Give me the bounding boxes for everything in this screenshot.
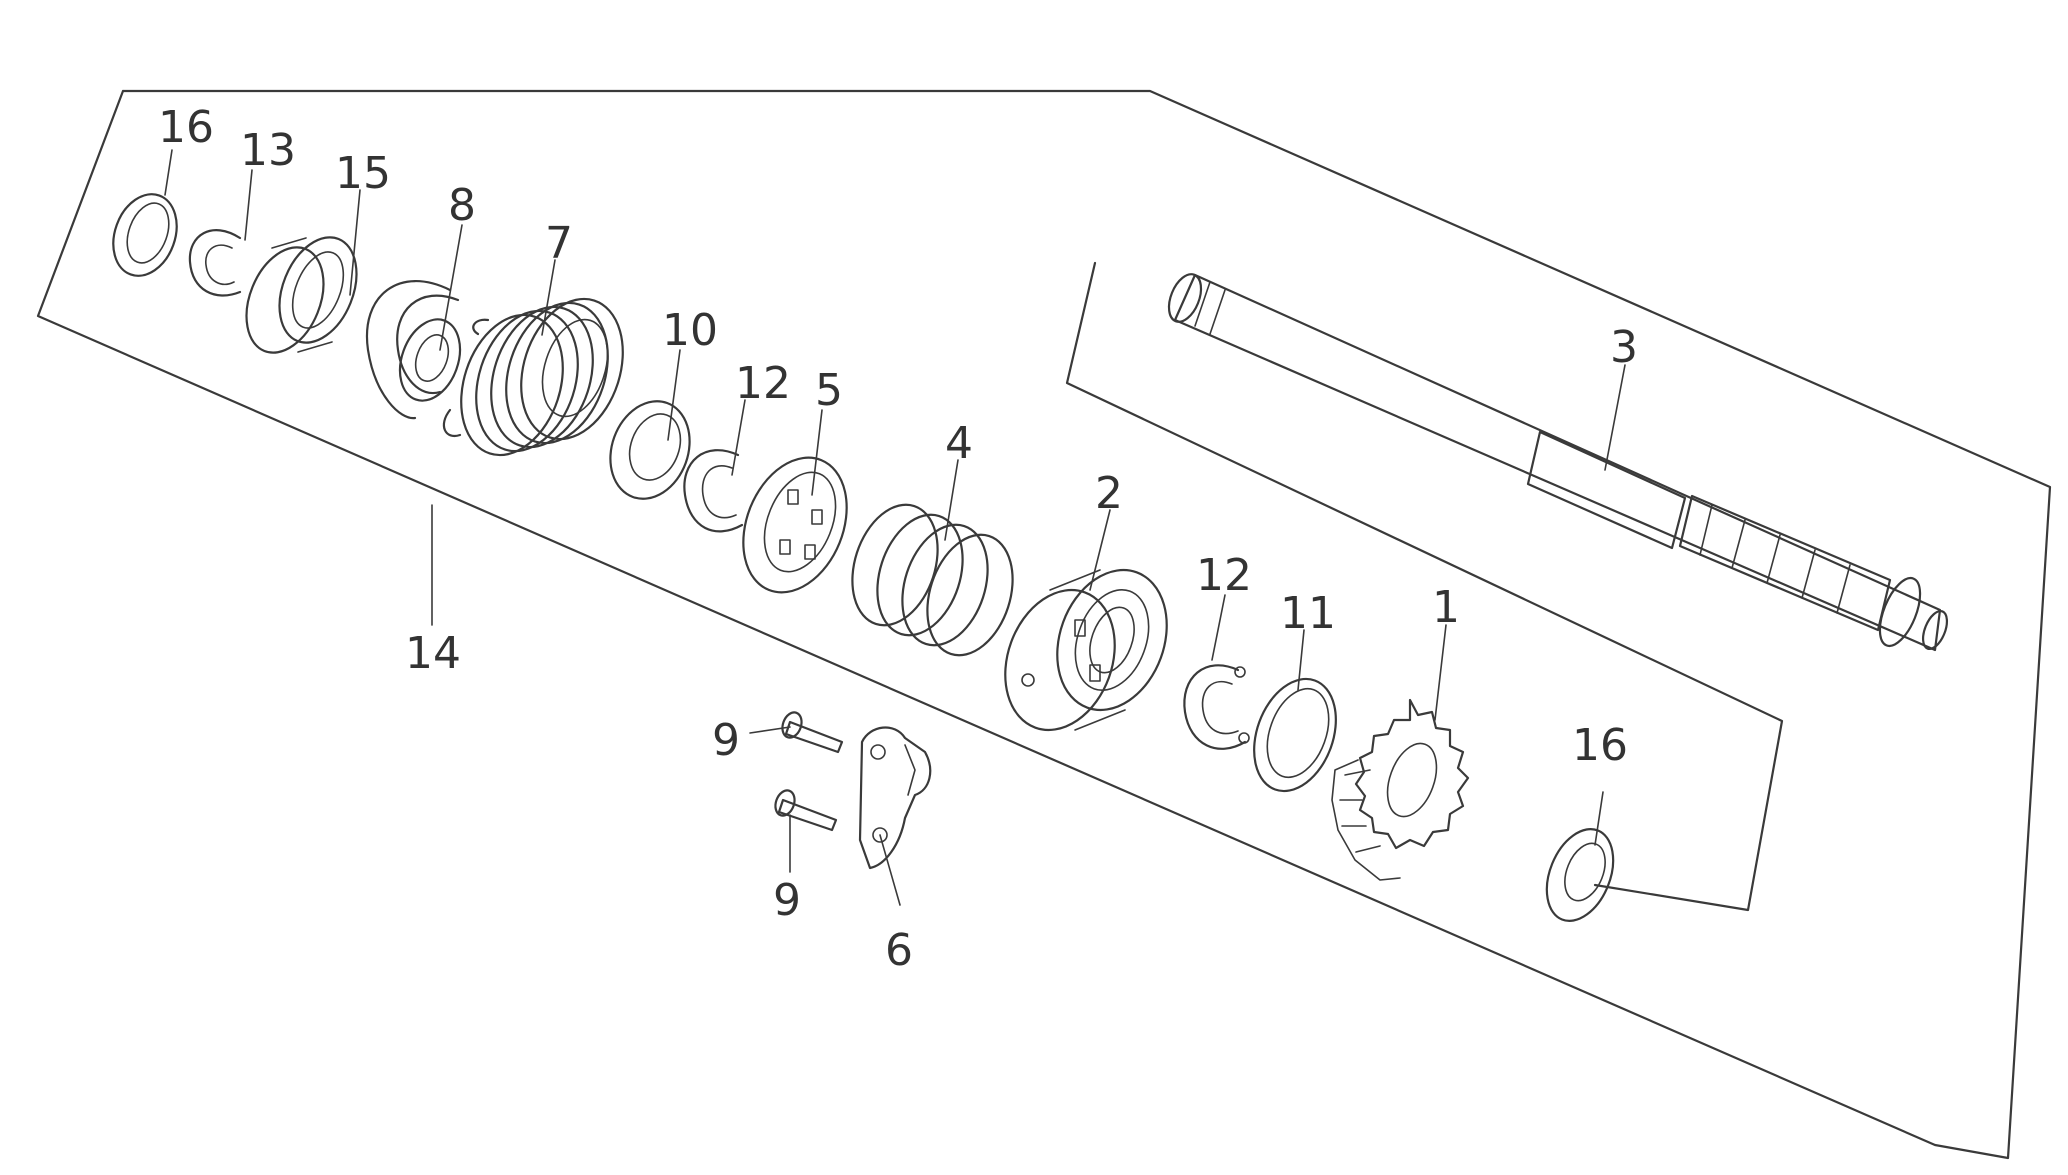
- callout-15: 15: [335, 148, 391, 199]
- callout-11: 11: [1280, 588, 1336, 639]
- coil-spring-4: [851, 503, 1014, 657]
- plate-6: [858, 726, 932, 870]
- callout-7: 7: [545, 218, 573, 269]
- assembly-outlines: [36, 89, 2052, 1160]
- callout-9-lower: 9: [773, 875, 801, 926]
- callout-16-left: 16: [158, 102, 214, 153]
- gear-1: [1331, 698, 1470, 881]
- washer-11: [1253, 677, 1337, 793]
- circlip-12-lower: [1183, 664, 1250, 750]
- leader-lines: [164, 149, 1626, 906]
- washer-10: [609, 400, 691, 500]
- callout-8: 8: [448, 180, 476, 231]
- bolt-9-upper: [781, 711, 844, 754]
- bolt-9-lower: [774, 789, 838, 832]
- circlip-12-upper: [683, 449, 744, 533]
- circlip-13: [188, 229, 242, 297]
- assembly-14-outline: [36, 89, 2052, 1160]
- callout-3: 3: [1610, 322, 1638, 373]
- guide-plate-5: [742, 456, 848, 594]
- shaft-3-outline: [1065, 261, 1784, 912]
- callout-1: 1: [1432, 582, 1460, 633]
- torsion-spring-7: [460, 297, 624, 457]
- parts: [112, 193, 1949, 923]
- callout-6: 6: [885, 925, 913, 976]
- callout-5: 5: [815, 365, 843, 416]
- callout-9-upper: 9: [712, 715, 740, 766]
- callout-4: 4: [945, 418, 973, 469]
- ratchet-2: [1004, 568, 1168, 732]
- callout-labels: 16 13 15 8 7 10 12 5 4 2 3 12 11 1 14 9 …: [158, 102, 1638, 976]
- callout-10: 10: [662, 305, 718, 356]
- callout-14: 14: [405, 628, 461, 679]
- shaft-3: [1167, 273, 1949, 652]
- callout-13: 13: [240, 125, 296, 176]
- callout-12-lower: 12: [1196, 550, 1252, 601]
- washer-16-left: [112, 193, 178, 277]
- bushing-15: [245, 236, 358, 354]
- callout-2: 2: [1095, 468, 1123, 519]
- washer-16-right: [1545, 827, 1615, 923]
- callout-12-upper: 12: [735, 358, 791, 409]
- spring-seat-8: [365, 280, 462, 438]
- callout-16-right: 16: [1572, 720, 1628, 771]
